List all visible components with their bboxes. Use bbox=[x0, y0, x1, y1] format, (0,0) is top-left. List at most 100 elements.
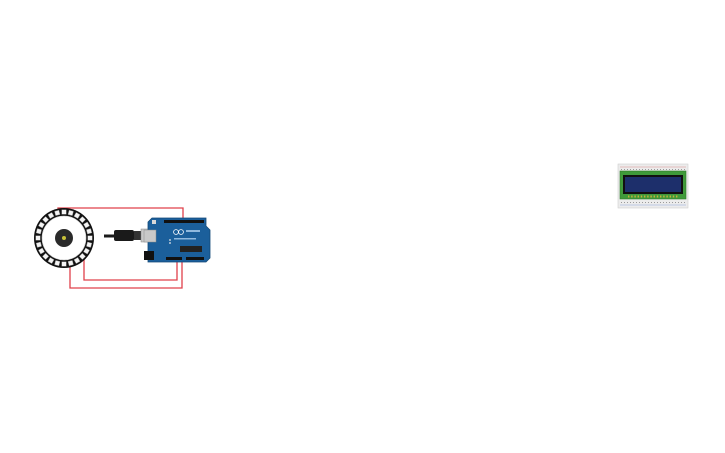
lcd-pin bbox=[656, 195, 659, 198]
ring-led bbox=[67, 209, 74, 216]
arduino-silkscreen-label-2 bbox=[174, 238, 196, 240]
lcd-pin bbox=[653, 195, 655, 198]
lcd-screen bbox=[625, 177, 681, 192]
ring-led bbox=[61, 209, 67, 215]
ring-led bbox=[42, 216, 50, 224]
arduino-usb-port bbox=[143, 229, 157, 243]
breadboard-hole bbox=[621, 202, 622, 203]
lcd-pins bbox=[628, 195, 678, 198]
breadboard-hole bbox=[657, 169, 658, 170]
arduino-silkscreen-label bbox=[186, 230, 200, 232]
ring-led bbox=[73, 212, 81, 219]
ring-led bbox=[78, 216, 86, 224]
lcd-pin bbox=[634, 195, 636, 198]
breadboard-hole bbox=[672, 202, 673, 203]
arduino-reset-button bbox=[152, 220, 156, 224]
breadboard-hole bbox=[624, 169, 625, 170]
breadboard-hole bbox=[678, 169, 679, 170]
arduino-led-on bbox=[169, 239, 171, 241]
ring-led bbox=[67, 260, 74, 267]
breadboard-hole bbox=[651, 169, 652, 170]
ring-led bbox=[38, 221, 45, 229]
arduino-power-jack bbox=[144, 251, 154, 260]
breadboard-hole bbox=[636, 202, 637, 203]
breadboard-hole bbox=[684, 202, 685, 203]
breadboard-hole bbox=[633, 202, 634, 203]
breadboard-hole bbox=[660, 169, 661, 170]
ring-led bbox=[87, 235, 93, 241]
breadboard-hole bbox=[669, 169, 670, 170]
ring-led bbox=[38, 247, 45, 255]
arduino-header-bottom-right bbox=[186, 257, 204, 260]
ring-led bbox=[83, 247, 90, 255]
breadboard-hole bbox=[675, 202, 676, 203]
ring-led bbox=[83, 221, 90, 229]
arduino-led-tx bbox=[169, 242, 171, 244]
lcd-pin bbox=[666, 195, 668, 198]
wire-middle[interactable] bbox=[83, 250, 178, 281]
breadboard-hole bbox=[681, 169, 682, 170]
breadboard-hole bbox=[669, 202, 670, 203]
neopixel-ring-icon[interactable] bbox=[34, 208, 94, 268]
arduino-uno-icon[interactable] bbox=[143, 217, 211, 263]
breadboard-hole bbox=[627, 202, 628, 203]
breadboard-hole bbox=[636, 169, 637, 170]
ring-led bbox=[86, 228, 93, 235]
arduino-board bbox=[147, 217, 211, 263]
ring-led bbox=[35, 241, 42, 248]
lcd-16x2-icon[interactable] bbox=[619, 170, 687, 200]
ring-led bbox=[47, 257, 55, 264]
arduino-header-bottom-left bbox=[166, 257, 182, 260]
lcd-pin bbox=[663, 195, 665, 198]
breadboard-hole bbox=[660, 202, 661, 203]
breadboard-hole bbox=[624, 202, 625, 203]
lcd-pin bbox=[669, 195, 671, 198]
lcd-pin bbox=[628, 195, 630, 198]
ring-led bbox=[61, 261, 67, 267]
breadboard-hole bbox=[645, 169, 646, 170]
ring-led bbox=[54, 209, 61, 216]
ring-led-group bbox=[35, 209, 93, 267]
lcd-pin bbox=[637, 195, 639, 198]
usb-plug-body bbox=[114, 230, 134, 241]
breadboard-hole bbox=[684, 169, 685, 170]
lcd-pin bbox=[647, 195, 649, 198]
breadboard-hole bbox=[630, 202, 631, 203]
breadboard-hole bbox=[642, 169, 643, 170]
lcd-pin bbox=[676, 195, 678, 198]
ring-led bbox=[35, 235, 41, 241]
breadboard-hole bbox=[648, 202, 649, 203]
lcd-pin bbox=[644, 195, 646, 198]
arduino-chip bbox=[180, 246, 202, 252]
lcd-pin bbox=[672, 195, 675, 198]
breadboard-hole bbox=[678, 202, 679, 203]
ring-led bbox=[47, 212, 55, 219]
breadboard-hole bbox=[666, 202, 667, 203]
breadboard-hole bbox=[621, 169, 622, 170]
ring-led bbox=[73, 257, 81, 264]
breadboard-hole bbox=[657, 202, 658, 203]
breadboard-hole bbox=[654, 202, 655, 203]
ring-led bbox=[86, 241, 93, 248]
arduino-logo-icon bbox=[173, 229, 184, 235]
breadboard-hole bbox=[639, 169, 640, 170]
lcd-pin bbox=[640, 195, 643, 198]
breadboard-hole bbox=[645, 202, 646, 203]
breadboard-holes bbox=[621, 169, 685, 203]
wire-bottom[interactable] bbox=[69, 259, 183, 289]
arduino-header-top bbox=[164, 220, 204, 223]
breadboard-hole bbox=[672, 169, 673, 170]
lcd-pin bbox=[660, 195, 662, 198]
ring-led bbox=[78, 252, 86, 260]
breadboard-hole bbox=[648, 169, 649, 170]
breadboard-hole bbox=[651, 202, 652, 203]
breadboard-hole bbox=[654, 169, 655, 170]
breadboard-hole bbox=[666, 169, 667, 170]
usb-plug-neck bbox=[134, 231, 141, 240]
breadboard-hole bbox=[627, 169, 628, 170]
breadboard-hole bbox=[630, 169, 631, 170]
lcd-pin bbox=[631, 195, 633, 198]
ring-led bbox=[35, 228, 42, 235]
